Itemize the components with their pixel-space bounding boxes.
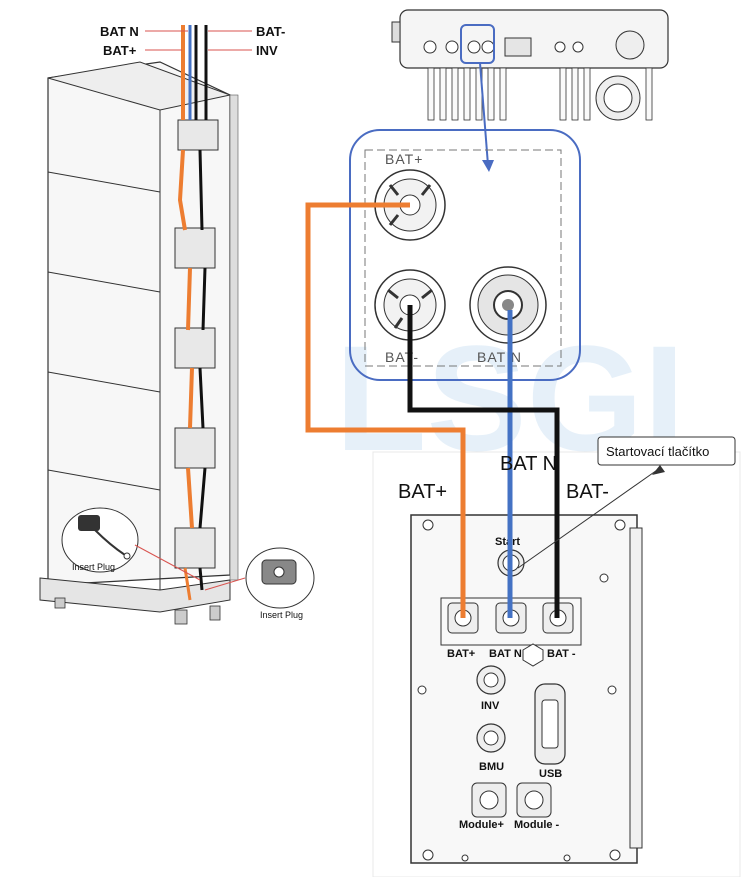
- battery-tower: BAT N BAT+ BAT- INV Insert Plug Insert P…: [39, 24, 315, 625]
- wires: [305, 202, 560, 618]
- wire-label-bat-minus: BAT-: [566, 481, 609, 503]
- wire-label-bat-plus: BAT+: [398, 481, 447, 503]
- panel-label-inv: INV: [481, 700, 500, 712]
- panel-label-bat-plus: BAT+: [447, 648, 475, 660]
- wire-bat-plus: [305, 202, 466, 618]
- zoom-label-bat-minus: BAT-: [385, 349, 419, 365]
- wire-bat-minus: [407, 305, 560, 618]
- zoom-label-bat-plus: BAT+: [385, 151, 423, 167]
- panel-label-bmu: BMU: [479, 761, 504, 773]
- panel-label-module-minus: Module -: [514, 819, 560, 831]
- inverter: [391, 9, 669, 121]
- panel-label-usb: USB: [539, 768, 562, 780]
- zoom-label-bat-n: BAT N: [477, 349, 522, 365]
- panel-label-module-plus: Module+: [459, 819, 504, 831]
- start-button-callout: Startovací tlačítko: [517, 436, 736, 569]
- tower-label-inv: INV: [256, 43, 278, 58]
- panel-label-bat-n: BAT N: [489, 648, 522, 660]
- insert-plug-left-label: Insert Plug: [72, 562, 115, 572]
- wire-label-bat-n: BAT N: [500, 453, 557, 475]
- insert-plug-right-label: Insert Plug: [260, 610, 303, 620]
- tower-label-bat-minus: BAT-: [256, 24, 285, 39]
- tower-label-bat-n: BAT N: [100, 24, 139, 39]
- callout-start-button: Startovací tlačítko: [606, 444, 709, 459]
- panel-label-bat-minus: BAT -: [547, 648, 576, 660]
- tower-label-bat-plus: BAT+: [103, 43, 137, 58]
